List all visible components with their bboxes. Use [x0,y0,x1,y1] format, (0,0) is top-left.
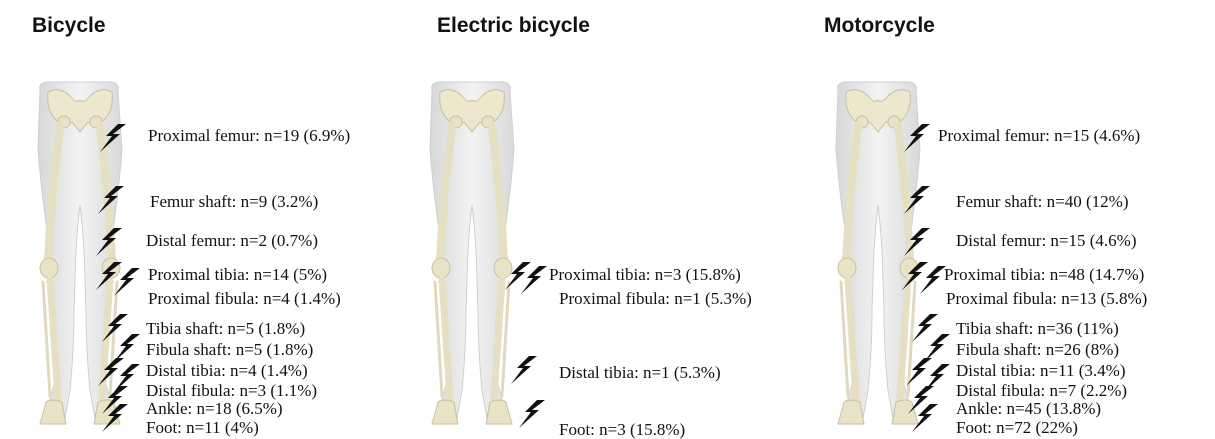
label-distal-femur: Distal femur: n=2 (0.7%) [146,232,318,249]
label-proximal-femur: Proximal femur: n=19 (6.9%) [148,127,350,144]
label-fibula-shaft: Fibula shaft: n=5 (1.8%) [146,341,313,358]
label-proximal-tibia: Proximal tibia: n=14 (5%) [148,266,327,283]
lightning-bolt-icon [100,404,130,432]
panel-motorcycle: Motorcycle Proximal femur: n=15 (4.6%) F… [810,0,1215,438]
label-foot: Foot: n=72 (22%) [956,419,1078,436]
label-femur-shaft: Femur shaft: n=9 (3.2%) [150,193,318,210]
lightning-bolt-icon [98,124,128,152]
label-distal-fibula: Distal fibula: n=3 (1.1%) [146,382,317,399]
panel-electric-bicycle: Electric bicycle Proximal tibia: n=3 (15… [405,0,810,438]
lightning-bolt-icon [517,400,547,428]
label-ankle: Ankle: n=18 (6.5%) [146,400,283,417]
label-foot: Foot: n=3 (15.8%) [559,421,685,438]
lightning-bolt-icon [902,186,932,214]
label-distal-femur: Distal femur: n=15 (4.6%) [956,232,1137,249]
label-proximal-fibula: Proximal fibula: n=4 (1.4%) [148,290,341,307]
lightning-bolt-icon [910,404,940,432]
panel-bicycle: Bicycle Proximal femur: n=19 (6.9%) Femu… [0,0,405,438]
label-proximal-femur: Proximal femur: n=15 (4.6%) [938,127,1140,144]
label-distal-tibia: Distal tibia: n=4 (1.4%) [146,362,308,379]
label-femur-shaft: Femur shaft: n=40 (12%) [956,193,1128,210]
lightning-bolt-icon [902,228,932,256]
label-distal-tibia: Distal tibia: n=1 (5.3%) [559,364,721,381]
label-proximal-fibula: Proximal fibula: n=1 (5.3%) [559,290,752,307]
label-distal-fibula: Distal fibula: n=7 (2.2%) [956,382,1127,399]
lightning-bolt-icon [902,124,932,152]
label-distal-tibia: Distal tibia: n=11 (3.4%) [956,362,1126,379]
label-proximal-tibia: Proximal tibia: n=3 (15.8%) [549,266,741,283]
lightning-bolt-icon [509,356,539,384]
lightning-bolt-icon [96,186,126,214]
lightning-bolt-icon [112,268,142,296]
label-foot: Foot: n=11 (4%) [146,419,259,436]
label-proximal-fibula: Proximal fibula: n=13 (5.8%) [946,290,1147,307]
lightning-bolt-icon [519,266,549,294]
label-tibia-shaft: Tibia shaft: n=5 (1.8%) [146,320,305,337]
label-ankle: Ankle: n=45 (13.8%) [956,400,1101,417]
label-proximal-tibia: Proximal tibia: n=48 (14.7%) [944,266,1144,283]
lightning-bolt-icon [94,228,124,256]
label-fibula-shaft: Fibula shaft: n=26 (8%) [956,341,1119,358]
label-tibia-shaft: Tibia shaft: n=36 (11%) [956,320,1119,337]
